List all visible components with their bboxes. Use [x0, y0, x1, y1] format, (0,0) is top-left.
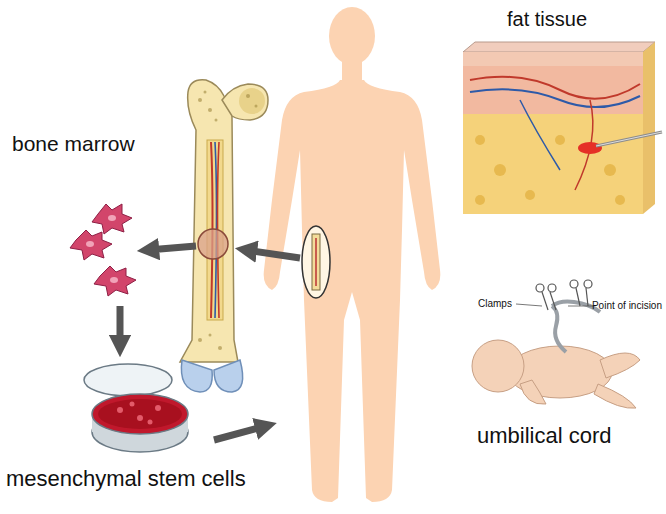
thigh-magnifier [302, 226, 330, 298]
baby-umbilical-cord [472, 280, 640, 408]
text-label: bone marrow [12, 132, 135, 156]
femur-bone [180, 80, 268, 392]
text-label: mesenchymal stem cells [6, 466, 246, 491]
text-label: Point of incision [592, 300, 662, 312]
petri-dish [84, 364, 188, 452]
text-label: fat tissue [507, 8, 587, 31]
stem-cells [70, 204, 136, 296]
fat-tissue-block [463, 42, 662, 214]
text-label: Clamps [478, 298, 512, 310]
text-label: umbilical cord [477, 423, 612, 448]
process-arrows [120, 246, 300, 440]
